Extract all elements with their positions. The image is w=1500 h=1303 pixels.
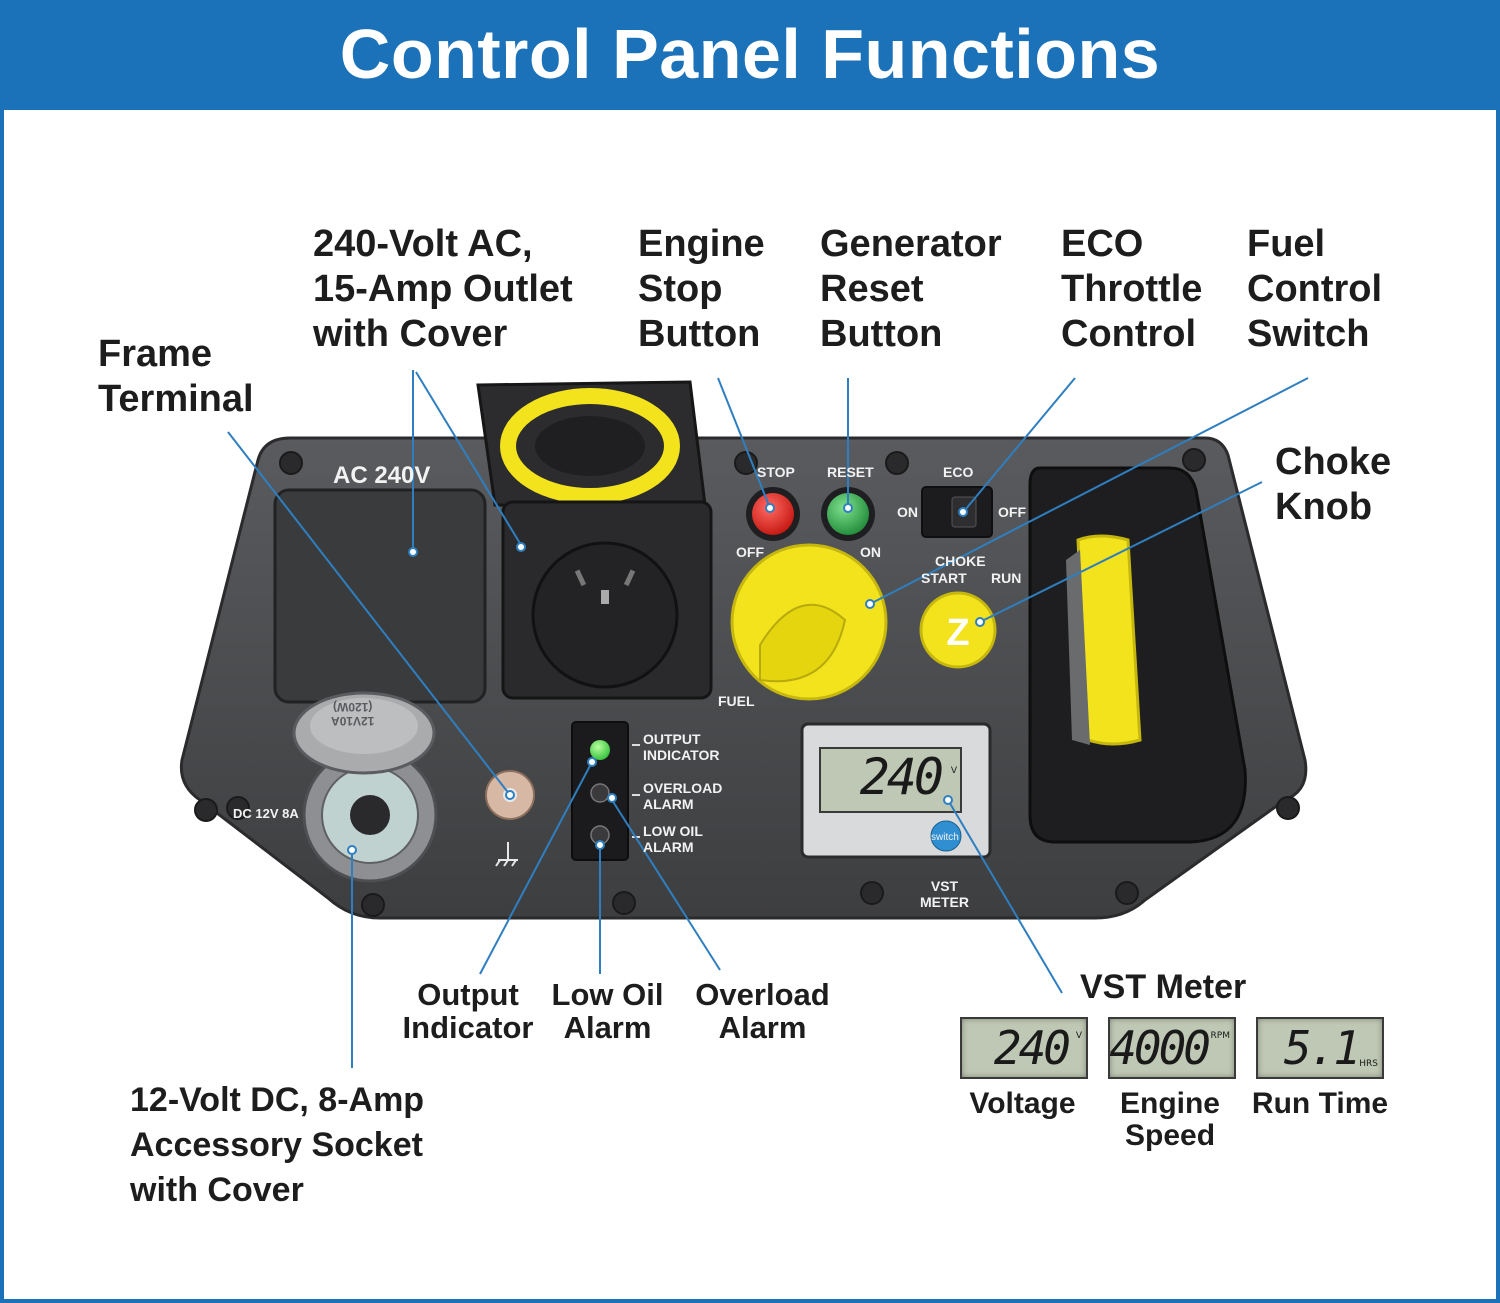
dc-12v-label: DC 12V 8A [233,806,299,821]
callout-fuel-control: Fuel Control Switch [1247,223,1383,355]
vst-engine-speed-label: Engine Speed [1119,1087,1220,1152]
choke-label: CHOKE [935,553,986,569]
output-indicator-label: OUTPUT INDICATOR [643,731,720,763]
vst-voltage-value: 240 [993,1021,1071,1075]
reset-label: RESET [827,464,874,480]
vst-display-run-time: 5.1 HRS [1256,1017,1384,1079]
leader-lines [227,370,1309,1068]
vst-engine-speed-unit: RPM [1210,1031,1230,1041]
vst-meter-screen [819,747,962,813]
header-bar: Control Panel Functions [0,0,1500,110]
vst-run-time-unit: HRS [1359,1059,1378,1069]
choke-run-label: RUN [991,570,1022,586]
eco-on-label: ON [897,504,918,520]
vst-meter-value: 240 [859,748,944,806]
fuel-on-label: ON [860,544,881,560]
choke-start-label: START [921,570,967,586]
callout-240v-outlet: 240-Volt AC, 15-Amp Outlet with Cover [313,223,573,355]
vst-run-time-label: Run Time [1251,1087,1389,1120]
callout-low-oil-alarm: Low Oil Alarm [551,977,664,1045]
vst-meter-unit: V [950,766,957,776]
fuel-label: FUEL [718,693,755,709]
vst-display-engine-speed: 4000 RPM [1108,1017,1236,1079]
callout-choke-knob: Choke Knob [1275,441,1392,528]
callout-eco-throttle: ECO Throttle Control [1061,223,1203,355]
vst-display-voltage: 240 V [960,1017,1088,1079]
fuel-off-label: OFF [736,544,764,560]
eco-off-label: OFF [998,504,1026,520]
callout-vst-meter: VST Meter [1080,968,1247,1006]
switch-label: switch [931,832,959,843]
switch-button [930,820,962,852]
stop-label: STOP [757,464,795,480]
callout-dc-socket: 12-Volt DC, 8-Amp Accessory Socket with … [130,1081,425,1209]
vst-voltage-label: Voltage [969,1087,1076,1120]
vst-run-time-value: 5.1 [1283,1021,1361,1075]
overload-alarm-label: OVERLOAD ALARM [643,780,723,812]
callout-engine-stop: Engine Stop Button [638,223,765,355]
overload-led [590,783,610,803]
low-oil-alarm-label: LOW OIL ALARM [643,823,703,855]
callout-frame-terminal: Frame Terminal [98,333,254,420]
eco-label: ECO [943,464,974,480]
leader-dots [347,503,985,855]
ac-240v-label: AC 240V [333,462,431,489]
vst-meter-display: 240 V [820,748,961,812]
outlet-lid-seal [500,388,680,504]
ground-symbol [495,842,518,867]
output-led [590,740,610,760]
recoil-handle [1076,534,1142,746]
callout-overload-alarm: Overload Alarm [695,977,830,1045]
callout-generator-reset: Generator Reset Button [820,223,1002,355]
choke-knob [919,591,997,669]
vst-meter-panel-label: VST METER [920,878,969,910]
vst-voltage-unit: V [1075,1031,1082,1041]
vst-engine-speed-value: 4000 [1109,1021,1211,1075]
svg-text:Z: Z [946,612,969,654]
page-title: Control Panel Functions [339,15,1161,93]
callout-output-indicator: Output Indicator [402,977,534,1045]
